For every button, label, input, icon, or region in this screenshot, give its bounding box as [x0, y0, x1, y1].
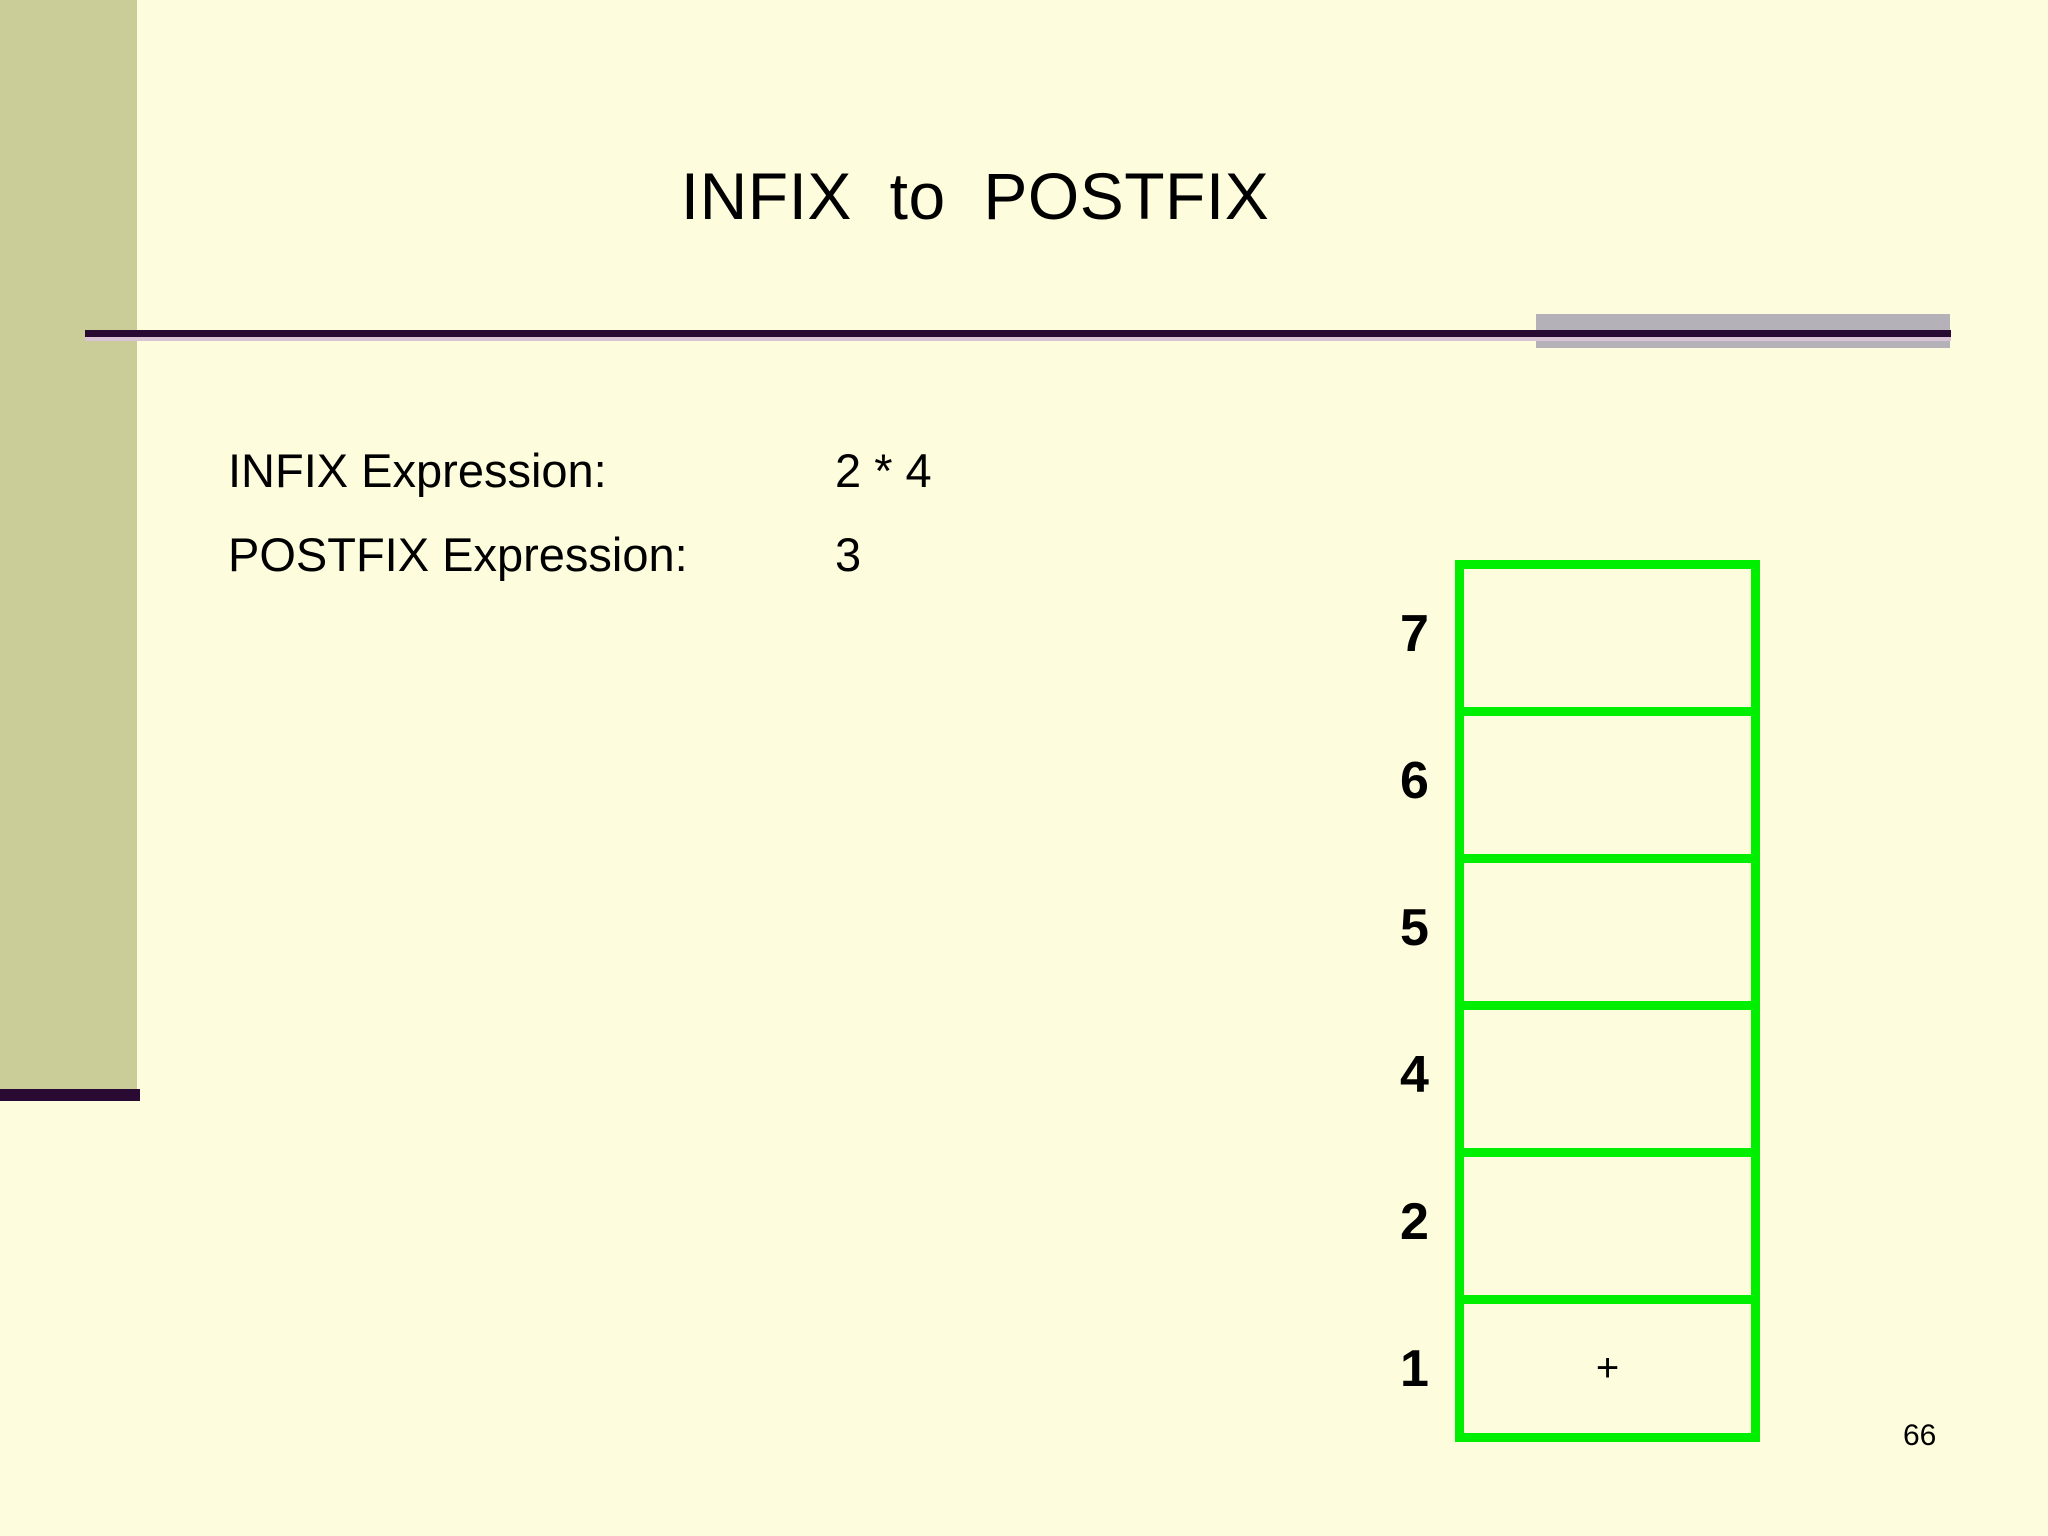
stack-index-label: 5	[1400, 898, 1429, 957]
infix-expression-label: INFIX Expression:	[228, 444, 607, 497]
infix-expression-value: 2 * 4	[835, 444, 932, 497]
header-rule-line-shadow	[85, 337, 1951, 341]
stack-index-label: 4	[1400, 1045, 1429, 1104]
header-rule-line	[85, 330, 1951, 337]
stack-cell	[1455, 707, 1760, 854]
postfix-expression-label: POSTFIX Expression:	[228, 528, 688, 581]
stack-index-label: 6	[1400, 751, 1429, 810]
page-number: 66	[1903, 1419, 1937, 1452]
stack-row: 6	[1374, 707, 1760, 854]
stack-cell	[1455, 1001, 1760, 1148]
stack-row: 1 +	[1374, 1295, 1760, 1442]
stack-row: 7	[1374, 560, 1760, 707]
infix-expression-row: INFIX Expression: 2 * 4	[228, 443, 1348, 527]
stack-index-label: 1	[1400, 1339, 1429, 1398]
stack-cell	[1455, 1148, 1760, 1295]
postfix-expression-value: 3	[835, 528, 862, 581]
stack-cell	[1455, 560, 1760, 707]
left-decorative-band	[0, 0, 137, 1089]
left-band-footer-bar	[0, 1089, 140, 1101]
stack-index-label: 2	[1400, 1192, 1429, 1251]
stack-row: 2	[1374, 1148, 1760, 1295]
stack-diagram: 7 6 5 4 2 1 +	[1374, 560, 1760, 1442]
stack-row: 5	[1374, 854, 1760, 1001]
stack-cell	[1455, 854, 1760, 1001]
stack-row: 4	[1374, 1001, 1760, 1148]
expression-block: INFIX Expression: 2 * 4 POSTFIX Expressi…	[228, 443, 1348, 611]
stack-index-label: 7	[1400, 604, 1429, 663]
page-title: INFIX to POSTFIX	[680, 159, 1270, 233]
stack-cell: +	[1455, 1295, 1760, 1442]
postfix-expression-row: POSTFIX Expression: 3	[228, 527, 1348, 611]
